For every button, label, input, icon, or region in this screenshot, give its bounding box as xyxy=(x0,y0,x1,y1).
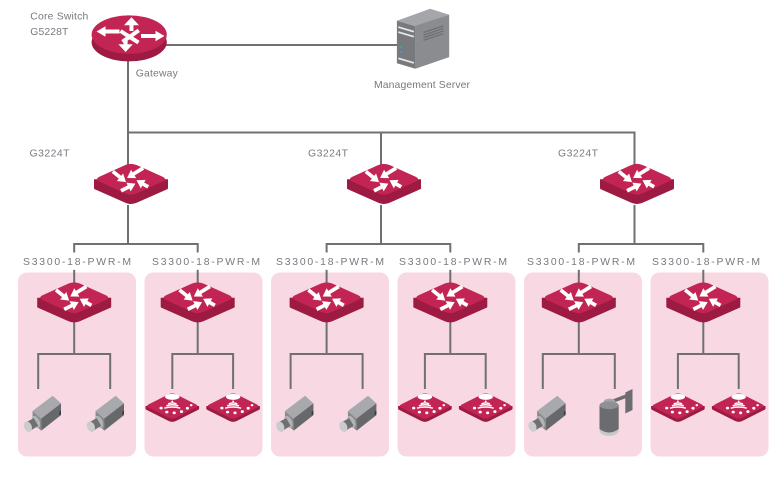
svg-text:G3224T: G3224T xyxy=(308,148,349,159)
svg-text:G3224T: G3224T xyxy=(30,148,71,159)
svg-text:S3300-18-PWR-M: S3300-18-PWR-M xyxy=(152,257,260,268)
svg-text:G5228T: G5228T xyxy=(30,27,69,38)
svg-text:Gateway: Gateway xyxy=(136,69,179,80)
svg-text:S3300-18-PWR-M: S3300-18-PWR-M xyxy=(23,257,131,268)
svg-text:Core Switch: Core Switch xyxy=(30,12,88,23)
svg-text:S3300-18-PWR-M: S3300-18-PWR-M xyxy=(399,257,507,268)
svg-text:S3300-18-PWR-M: S3300-18-PWR-M xyxy=(652,257,760,268)
svg-text:S3300-18-PWR-M: S3300-18-PWR-M xyxy=(527,257,635,268)
svg-text:S3300-18-PWR-M: S3300-18-PWR-M xyxy=(276,257,384,268)
svg-text:Management Server: Management Server xyxy=(374,80,471,91)
svg-text:G3224T: G3224T xyxy=(558,148,599,159)
